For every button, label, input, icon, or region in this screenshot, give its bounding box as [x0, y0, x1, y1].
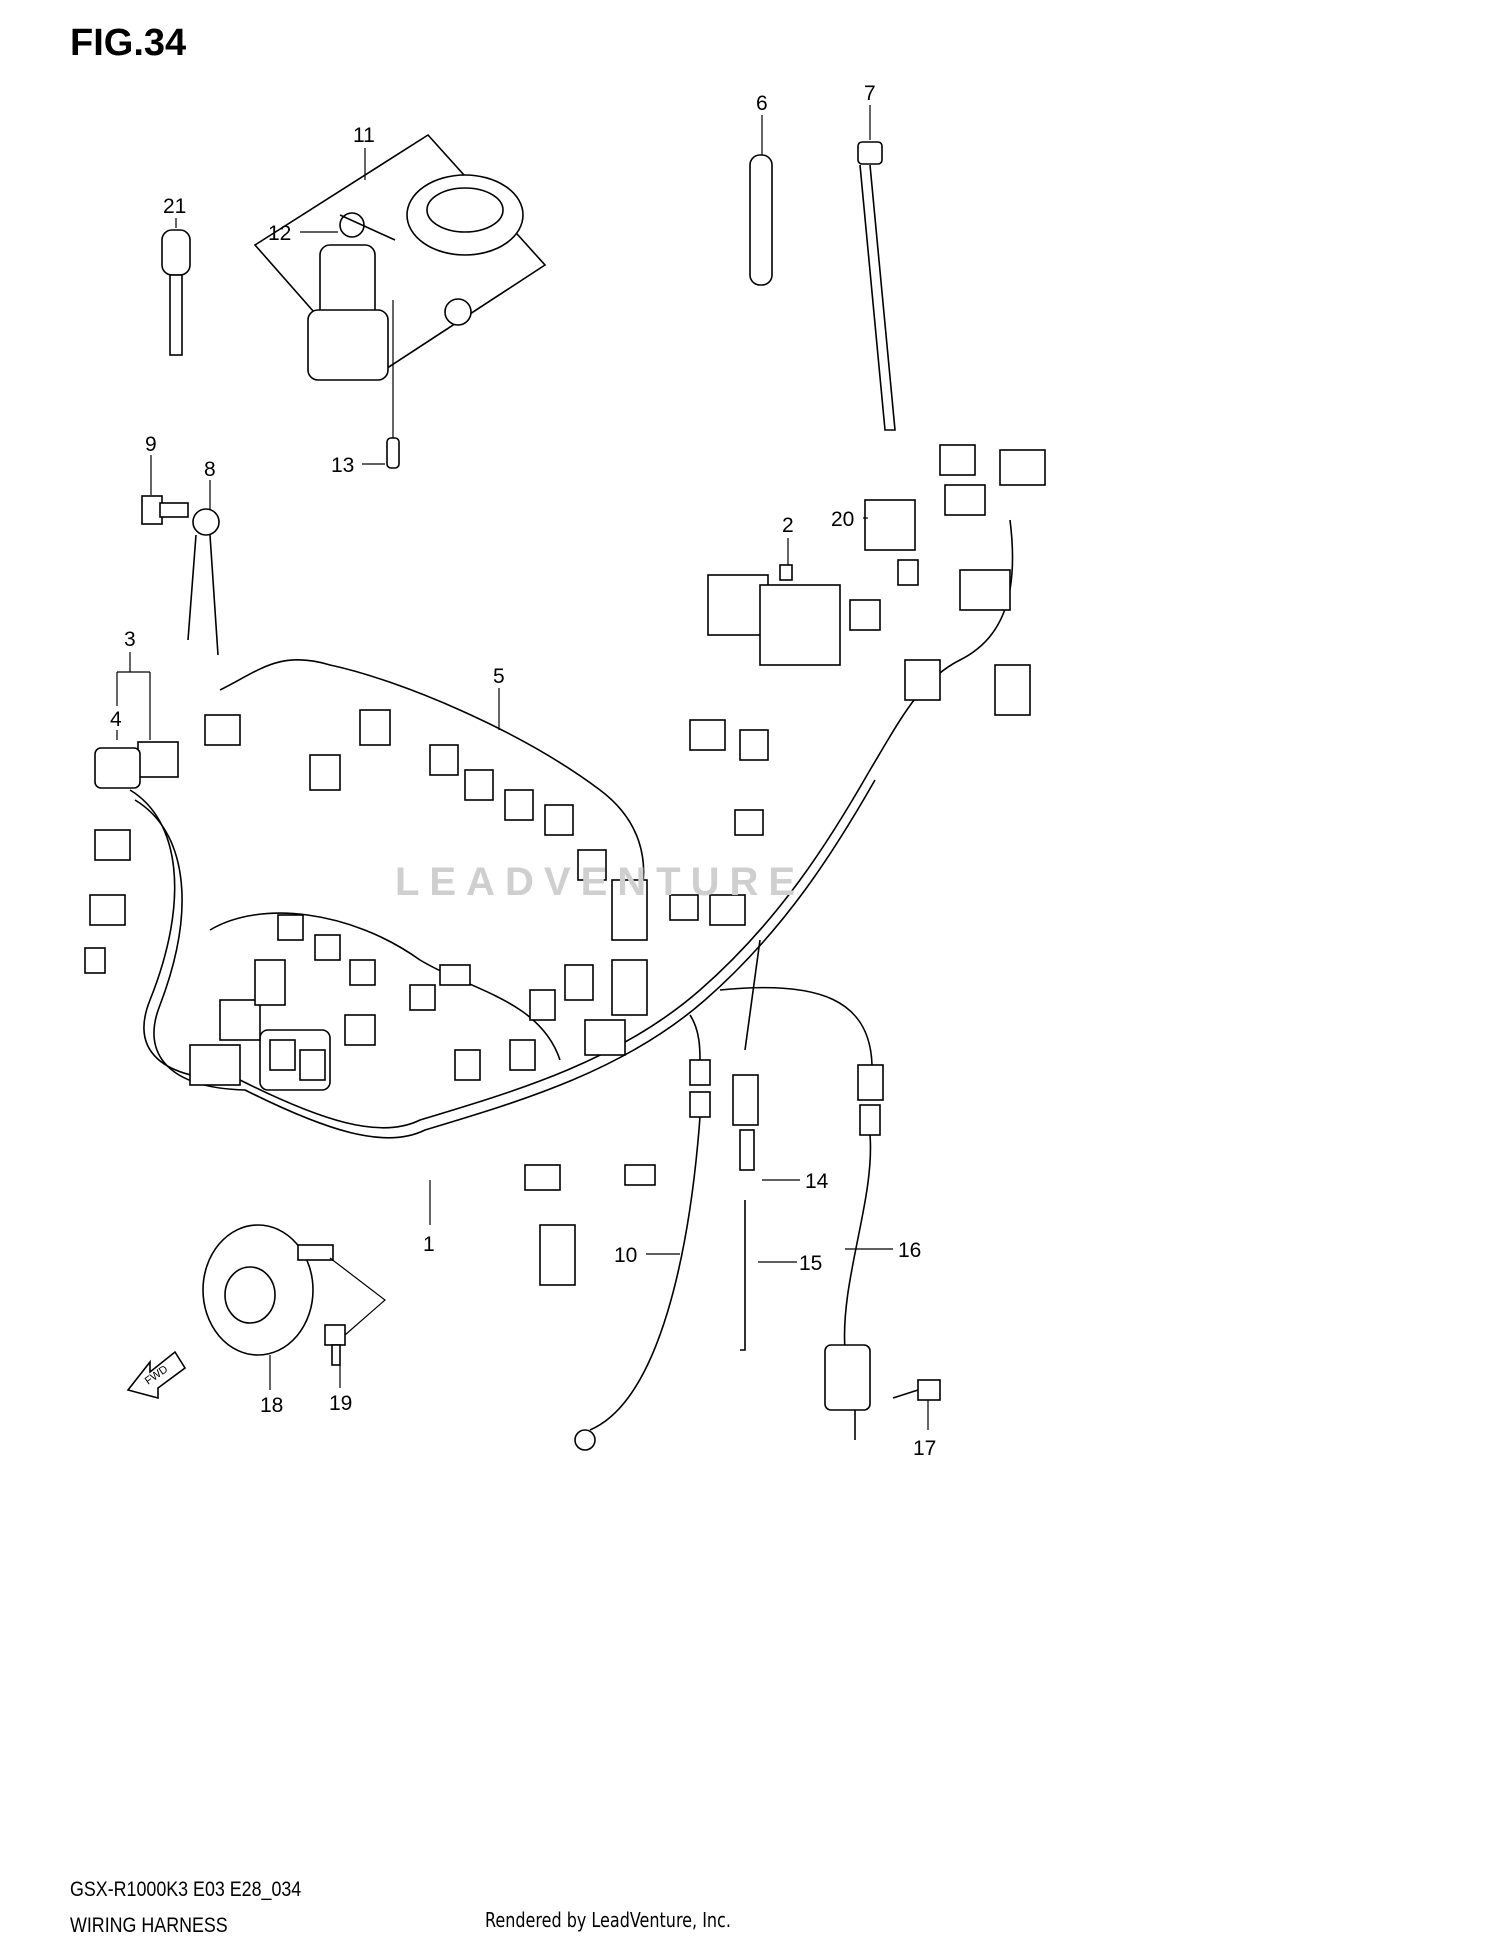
callout-20: 20	[831, 508, 854, 531]
connector	[939, 444, 976, 476]
figure-title: FIG.34	[70, 22, 187, 64]
connector	[539, 1224, 576, 1286]
connector	[904, 659, 941, 701]
connector	[577, 849, 607, 881]
connector	[779, 564, 793, 581]
connector	[544, 804, 574, 836]
connector	[429, 744, 459, 776]
connector	[269, 1039, 296, 1071]
connector	[689, 1059, 711, 1086]
connector	[564, 964, 594, 1001]
connector	[849, 599, 881, 631]
horn-18	[202, 1224, 386, 1390]
connector	[611, 879, 648, 941]
callout-11: 11	[353, 124, 375, 147]
connector	[309, 754, 341, 791]
connector	[999, 449, 1046, 486]
connector	[509, 1039, 536, 1071]
connector	[864, 499, 916, 551]
section-name: WIRING HARNESS	[70, 1914, 228, 1937]
callout-5: 5	[493, 665, 505, 688]
render-credit: Rendered by LeadVenture, Inc.	[485, 1908, 731, 1932]
connectors	[84, 444, 1046, 1286]
bolt-19	[324, 1324, 346, 1388]
connector	[624, 1164, 656, 1186]
callout-14: 14	[805, 1170, 829, 1193]
connector	[859, 1104, 881, 1136]
connector	[529, 989, 556, 1021]
callout-1: 1	[423, 1233, 435, 1256]
ignition-set-box	[253, 133, 547, 440]
callout-16: 16	[898, 1239, 921, 1262]
connector	[689, 1091, 711, 1118]
connector	[857, 1064, 884, 1101]
callout-21: 21	[163, 195, 186, 218]
screw-13	[386, 437, 400, 469]
bolt-9-bracket-8	[141, 455, 220, 656]
connector	[299, 1049, 326, 1081]
connector	[611, 959, 648, 1016]
connector	[439, 964, 471, 986]
callout-2: 2	[782, 514, 794, 537]
callout-19: 19	[329, 1392, 352, 1415]
model-code: GSX-R1000K3 E03 E28_034	[70, 1878, 302, 1901]
callout-18: 18	[260, 1394, 283, 1417]
connector	[359, 709, 391, 746]
connector	[584, 1019, 626, 1056]
connector	[84, 947, 106, 974]
callout-13: 13	[331, 454, 354, 477]
connector	[944, 484, 986, 516]
connector	[464, 769, 494, 801]
callout-8: 8	[204, 458, 216, 481]
connector	[709, 894, 746, 926]
key-21	[161, 218, 191, 356]
connector	[959, 569, 1011, 611]
sub-harness-5	[209, 658, 645, 1061]
connector	[344, 1014, 376, 1046]
callout-6: 6	[756, 92, 768, 115]
callout-15: 15	[799, 1252, 822, 1275]
connector	[349, 959, 376, 986]
connector	[204, 714, 241, 746]
callout-10: 10	[614, 1244, 637, 1267]
connector	[524, 1164, 561, 1191]
connector	[314, 934, 341, 961]
callout-9: 9	[145, 433, 157, 456]
connector	[994, 664, 1031, 716]
connector	[89, 894, 126, 926]
connector	[707, 574, 769, 636]
clip-6-tie-7	[749, 105, 896, 431]
connector	[759, 584, 841, 666]
connector	[94, 829, 131, 861]
fwd-arrow-icon: FWD	[126, 1350, 187, 1400]
callout-3: 3	[124, 628, 136, 651]
connector	[454, 1049, 481, 1081]
connector	[504, 789, 534, 821]
connector	[734, 809, 764, 836]
connector	[409, 984, 436, 1011]
connector	[254, 959, 286, 1006]
callout-12: 12	[268, 222, 291, 245]
connector	[897, 559, 919, 586]
connector	[277, 914, 304, 941]
callout-4: 4	[110, 708, 122, 731]
callout-7: 7	[864, 82, 876, 105]
callout-17: 17	[913, 1437, 936, 1460]
connector	[689, 719, 726, 751]
connector	[669, 894, 699, 921]
connector	[739, 729, 769, 761]
